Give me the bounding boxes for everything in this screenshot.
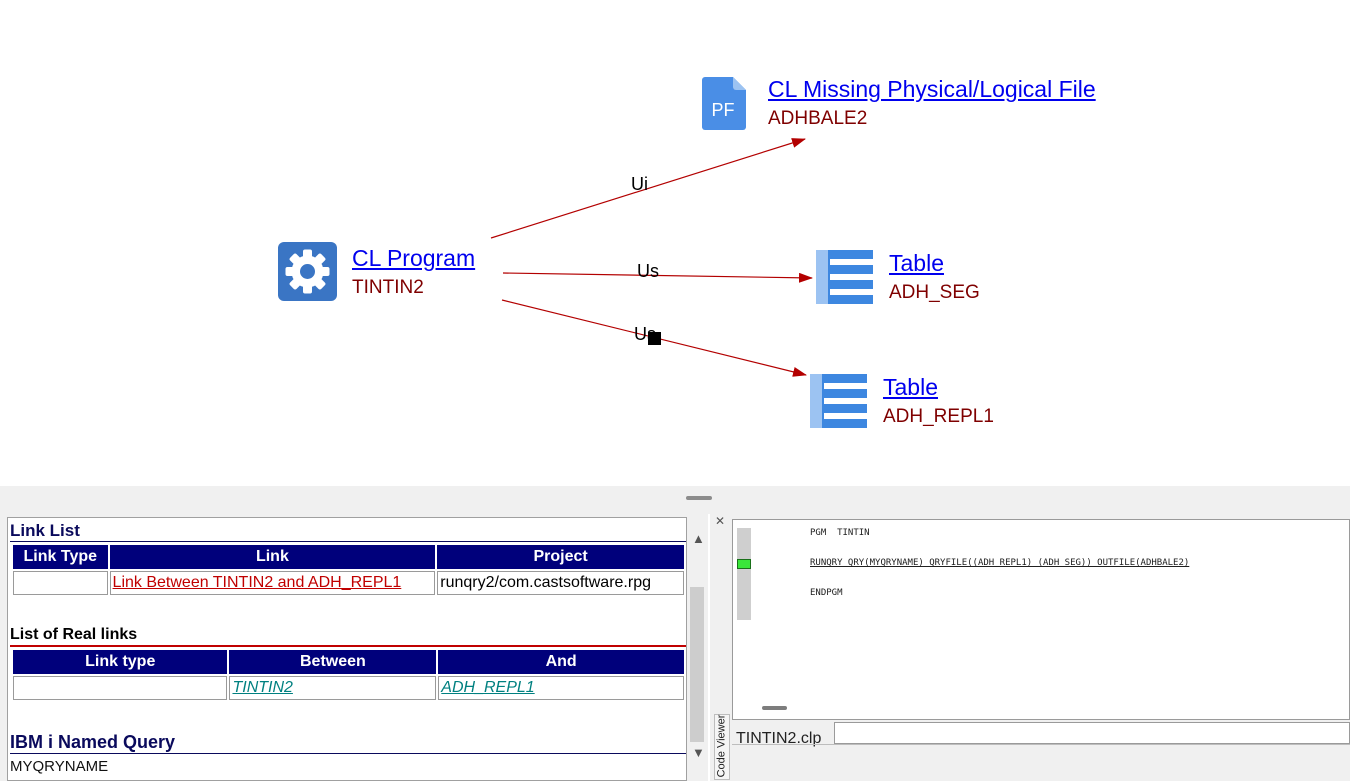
properties-content: Link List Link Type Link Project Link Be… xyxy=(7,517,687,781)
edge-ui-line xyxy=(490,138,806,239)
named-query-title: IBM i Named Query xyxy=(10,732,176,752)
horizontal-splitter[interactable] xyxy=(0,486,1350,514)
project-cell: runqry2/com.castsoftware.rpg xyxy=(437,571,684,595)
table-header-row: Link Type Link Project xyxy=(13,545,684,569)
code-viewer-tab-label: Code Viewer xyxy=(715,714,728,778)
column-header: Link type xyxy=(13,650,228,674)
close-icon[interactable]: ✕ xyxy=(715,514,726,528)
selection-handle[interactable] xyxy=(648,332,661,345)
divider xyxy=(732,744,1350,745)
and-cell: ADH_REPL1 xyxy=(438,676,684,700)
link-list-table: Link Type Link Project Link Between TINT… xyxy=(11,543,686,597)
column-header: Link Type xyxy=(13,545,108,569)
link-type-cell xyxy=(13,571,108,595)
real-links-rule xyxy=(10,645,686,647)
column-header: Link xyxy=(109,545,436,569)
code-viewer-panel: ✕ Code Viewer PGM TINTIN RUNQRY QRY(MYQR… xyxy=(710,514,1350,781)
between-cell: TINTIN2 xyxy=(229,676,437,700)
node-name-adhbale2: ADHBALE2 xyxy=(768,108,868,129)
node-title-table-seg[interactable]: Table xyxy=(889,250,944,276)
tab-strip xyxy=(834,722,1350,744)
real-links-title: List of Real links xyxy=(10,626,138,643)
column-header: And xyxy=(438,650,684,674)
node-name-tintin2: TINTIN2 xyxy=(352,277,424,298)
between-link[interactable]: TINTIN2 xyxy=(232,679,293,696)
edge-label-ui: Ui xyxy=(631,174,648,194)
code-viewer-tab[interactable]: Code Viewer xyxy=(714,714,730,780)
edge-label-us-seg: Us xyxy=(637,261,659,281)
edge-us-seg-line xyxy=(502,272,813,283)
graph-edges xyxy=(490,138,813,377)
scroll-thumb[interactable] xyxy=(690,587,704,742)
named-query-rule xyxy=(10,753,686,754)
column-header: Between xyxy=(229,650,437,674)
vertical-scrollbar[interactable]: ▲ ▼ xyxy=(688,517,708,767)
link-type-cell xyxy=(13,676,228,700)
node-name-adh-repl1: ADH_REPL1 xyxy=(883,406,994,427)
node-title-cl-program[interactable]: CL Program xyxy=(352,245,476,271)
real-links-table: Link type Between And TINTIN2 ADH_REPL1 xyxy=(11,648,686,702)
table-row: Link Between TINTIN2 and ADH_REPL1 runqr… xyxy=(13,571,684,595)
link-list-rule xyxy=(10,541,686,542)
file-tab-label: TINTIN2.clp xyxy=(736,730,822,747)
column-header: Project xyxy=(437,545,684,569)
table-row: TINTIN2 ADH_REPL1 xyxy=(13,676,684,700)
table-icon[interactable] xyxy=(816,250,874,306)
pf-icon-text: PF xyxy=(711,100,734,120)
table-icon[interactable] xyxy=(810,374,868,430)
named-query-value: MYQRYNAME xyxy=(10,758,109,775)
node-title-missing-file[interactable]: CL Missing Physical/Logical File xyxy=(768,76,1096,102)
properties-panel: Link List Link Type Link Project Link Be… xyxy=(0,514,708,781)
and-link[interactable]: ADH_REPL1 xyxy=(441,679,535,696)
link-cell: Link Between TINTIN2 and ADH_REPL1 xyxy=(109,571,436,595)
table-header-row: Link type Between And xyxy=(13,650,684,674)
gear-icon[interactable] xyxy=(278,242,337,301)
chevron-up-icon[interactable]: ▲ xyxy=(692,531,705,546)
chevron-down-icon[interactable]: ▼ xyxy=(692,745,705,760)
code-line: PGM TINTIN xyxy=(810,528,870,538)
edge-label-us-repl: Us xyxy=(634,324,656,344)
node-name-adh-seg: ADH_SEG xyxy=(889,282,980,303)
code-editor[interactable]: PGM TINTIN RUNQRY QRY(MYQRYNAME) QRYFILE… xyxy=(732,519,1350,720)
dependency-graph[interactable]: Ui Us Us CL Program TINTIN2 PF CL Missin… xyxy=(0,0,1350,486)
code-line-highlighted[interactable]: RUNQRY QRY(MYQRYNAME) QRYFILE((ADH_REPL1… xyxy=(810,558,1190,568)
link-between-link[interactable]: Link Between TINTIN2 and ADH_REPL1 xyxy=(112,574,402,591)
code-line: ENDPGM xyxy=(810,588,843,598)
file-tab[interactable]: TINTIN2.clp xyxy=(732,726,832,750)
current-line-marker xyxy=(737,559,751,569)
horizontal-scroll-thumb[interactable] xyxy=(762,706,787,710)
pf-file-icon[interactable]: PF xyxy=(702,77,746,130)
editor-gutter xyxy=(737,528,751,620)
splitter-grip[interactable] xyxy=(686,496,712,500)
node-title-table-repl[interactable]: Table xyxy=(883,374,938,400)
link-list-title: Link List xyxy=(10,521,80,540)
